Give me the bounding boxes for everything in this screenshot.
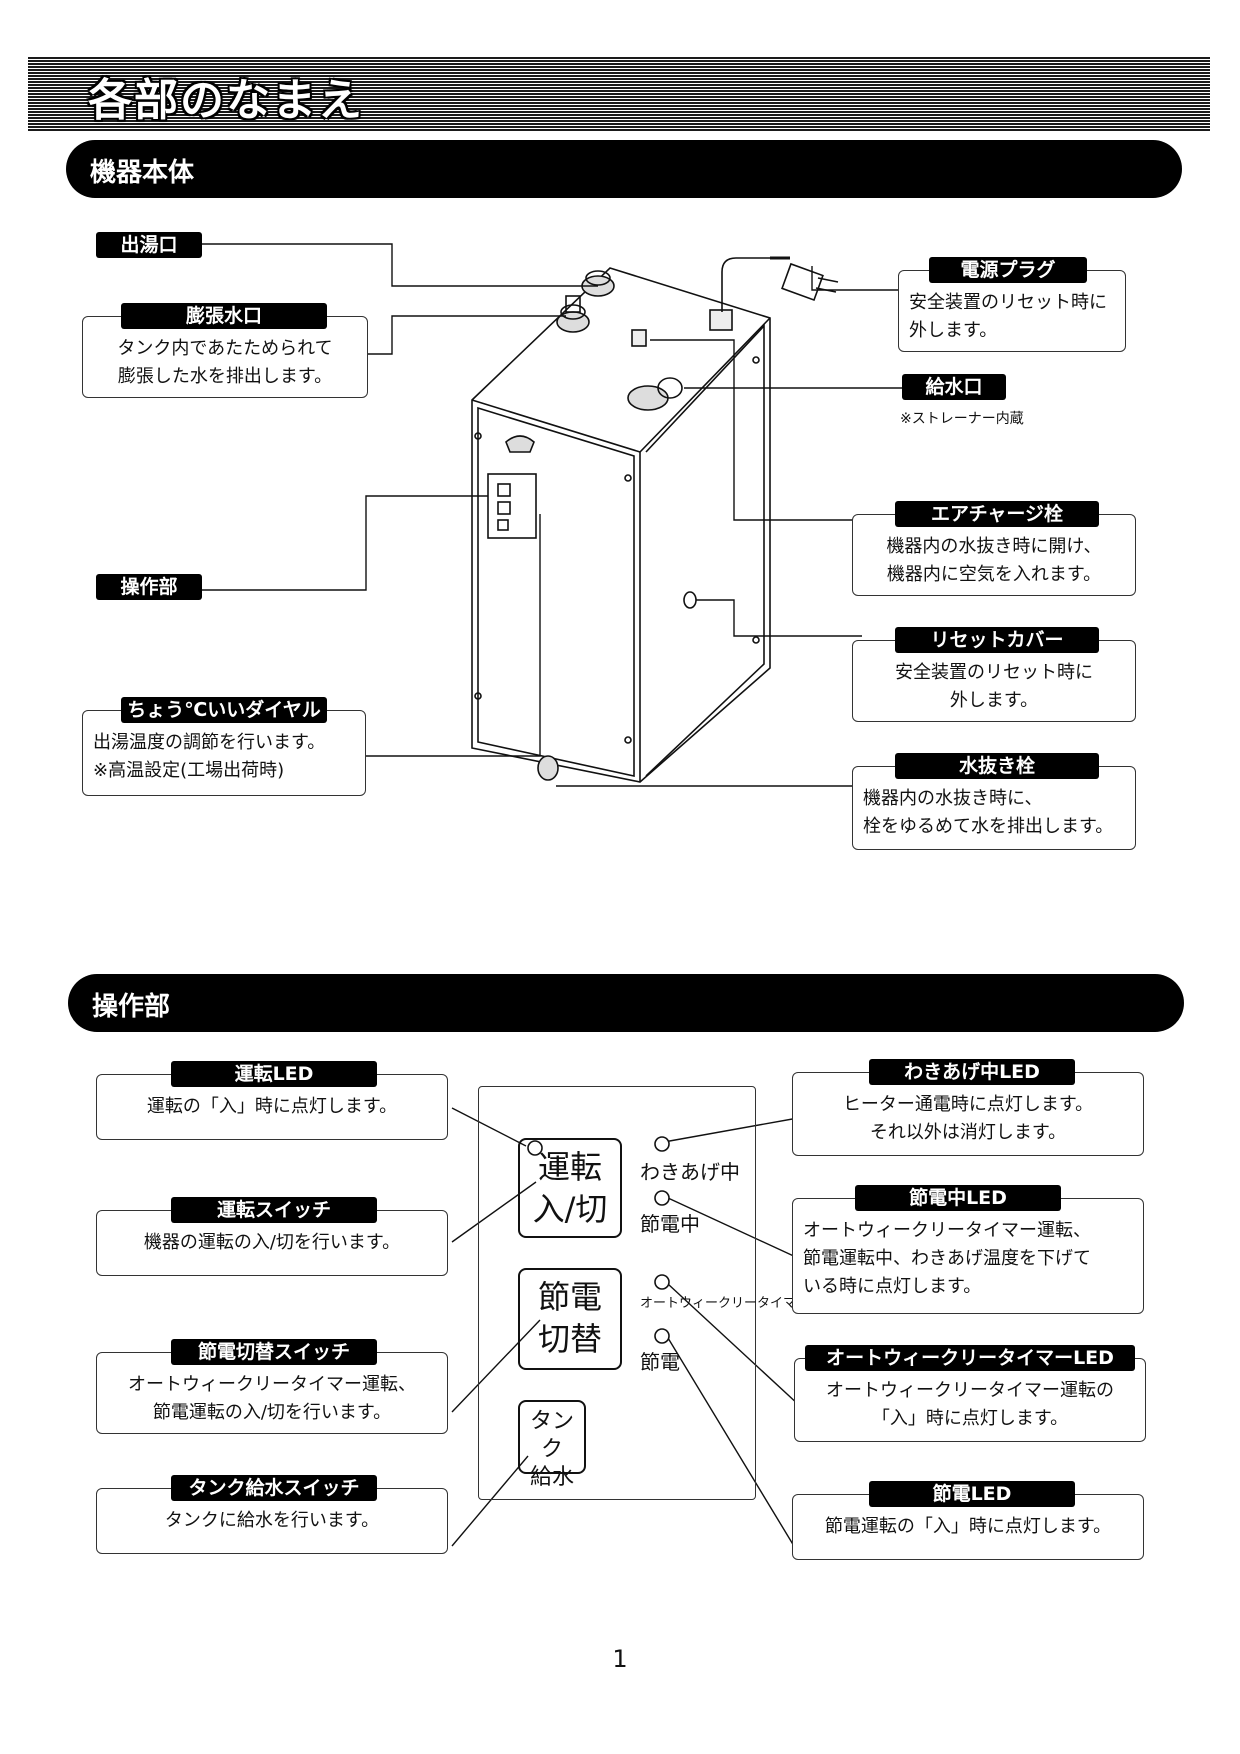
boiling-led-dot	[654, 1136, 670, 1152]
label-timer-led: オートウィークリータイマーLED	[805, 1345, 1135, 1371]
label-drain: 水抜き栓	[895, 753, 1099, 779]
air-valve-line-2: 機器内に空気を入れます。	[886, 564, 1102, 585]
tank-fill-button-label-1: タンク	[529, 1409, 574, 1462]
page-number: 1	[612, 1645, 628, 1673]
led-label-timer: オートウィークリータイマー	[640, 1296, 810, 1311]
tank-switch-line-1: タンクに給水を行います。	[164, 1510, 380, 1531]
eco-button[interactable]: 節電 切替	[518, 1268, 622, 1370]
callout-run-switch: 運転スイッチ 機器の運転の入/切を行います。	[96, 1197, 448, 1276]
label-run-switch: 運転スイッチ	[171, 1197, 377, 1223]
callout-dial: ちょう℃いいダイヤル 出湯温度の調節を行います。 ※高温設定(工場出荷時)	[82, 697, 366, 796]
callout-expansion: 膨張水口 タンク内であたためられて 膨張した水を排出します。	[82, 303, 368, 398]
label-eco-switch: 節電切替スイッチ	[171, 1339, 377, 1365]
run-button-label-1: 運転	[537, 1148, 602, 1186]
inlet-note: ※ストレーナー内蔵	[900, 411, 1024, 427]
callout-run-led: 運転LED 運転の「入」時に点灯します。	[96, 1061, 448, 1140]
label-control: 操作部	[96, 574, 202, 600]
callout-eco-switch: 節電切替スイッチ オートウィークリータイマー運転、 節電運転の入/切を行います。	[96, 1339, 448, 1434]
tank-fill-button-label-2: 給水	[529, 1465, 574, 1490]
drain-line-1: 機器内の水抜き時に、	[863, 788, 1043, 809]
eco-on-led-line-3: いる時に点灯します。	[803, 1276, 982, 1297]
eco-button-label-1: 節電	[537, 1278, 602, 1316]
label-eco-on-led: 節電中LED	[855, 1185, 1061, 1211]
run-button[interactable]: 運転 入/切	[518, 1138, 622, 1238]
timer-led-dot	[654, 1274, 670, 1290]
dial-line-2: ※高温設定(工場出荷時)	[93, 760, 285, 781]
callout-drain: 水抜き栓 機器内の水抜き時に、 栓をゆるめて水を排出します。	[852, 753, 1136, 850]
section-header-unit: 機器本体	[66, 140, 1182, 198]
eco-led-dot	[654, 1328, 670, 1344]
led-label-eco: 節電	[640, 1350, 680, 1374]
eco-switch-line-2: 節電運転の入/切を行います。	[152, 1402, 392, 1423]
run-button-label-2: 入/切	[532, 1190, 608, 1228]
led-label-boiling: わきあげ中	[640, 1160, 740, 1184]
callout-timer-led: オートウィークリータイマーLED オートウィークリータイマー運転の 「入」時に点…	[794, 1345, 1146, 1442]
section-title-control: 操作部	[92, 992, 171, 1022]
callout-reset-cover: リセットカバー 安全装置のリセット時に 外します。	[852, 627, 1136, 722]
eco-switch-line-1: オートウィークリータイマー運転、	[128, 1374, 416, 1395]
reset-cover-line-1: 安全装置のリセット時に	[895, 662, 1093, 683]
power-plug-line-1: 安全装置のリセット時に	[909, 292, 1107, 313]
callout-eco-on-led: 節電中LED オートウィークリータイマー運転、 節電運転中、わきあげ温度を下げて…	[792, 1185, 1144, 1314]
control-panel	[478, 1086, 756, 1500]
label-boil-led: わきあげ中LED	[869, 1059, 1075, 1085]
page-title: 各部のなまえ	[88, 75, 364, 126]
callout-boil-led: わきあげ中LED ヒーター通電時に点灯します。 それ以外は消灯します。	[792, 1059, 1144, 1156]
boil-led-line-1: ヒーター通電時に点灯します。	[842, 1094, 1094, 1115]
reset-cover-line-2: 外します。	[949, 690, 1039, 711]
section-header-control: 操作部	[68, 974, 1184, 1032]
timer-led-line-2: 「入」時に点灯します。	[871, 1408, 1069, 1429]
air-valve-line-1: 機器内の水抜き時に開け、	[886, 536, 1102, 557]
power-plug-line-2: 外します。	[909, 320, 998, 341]
label-power-plug: 電源プラグ	[929, 257, 1087, 283]
section-title-unit: 機器本体	[90, 158, 195, 188]
led-label-eco-on: 節電中	[640, 1212, 700, 1236]
eco-on-led-line-2: 節電運転中、わきあげ温度を下げて	[803, 1248, 1091, 1269]
label-air-valve: エアチャージ栓	[895, 501, 1099, 527]
run-led-dot	[527, 1140, 543, 1156]
callout-power-plug: 電源プラグ 安全装置のリセット時に 外します。	[898, 257, 1126, 352]
expansion-line-2: 膨張した水を排出します。	[117, 366, 333, 387]
page-title-banner: 各部のなまえ	[28, 56, 1210, 132]
label-expansion: 膨張水口	[121, 303, 327, 329]
dial-line-1: 出湯温度の調節を行います。	[93, 732, 326, 753]
callout-air-valve: エアチャージ栓 機器内の水抜き時に開け、 機器内に空気を入れます。	[852, 501, 1136, 596]
expansion-line-1: タンク内であたためられて	[117, 338, 333, 359]
eco-led-line-1: 節電運転の「入」時に点灯します。	[824, 1516, 1112, 1537]
label-outlet: 出湯口	[96, 232, 202, 258]
run-led-line-1: 運転の「入」時に点灯します。	[146, 1096, 398, 1117]
timer-led-line-1: オートウィークリータイマー運転の	[826, 1380, 1114, 1401]
drain-line-2: 栓をゆるめて水を排出します。	[863, 816, 1114, 837]
label-inlet: 給水口	[902, 374, 1006, 400]
label-dial: ちょう℃いいダイヤル	[121, 697, 327, 723]
callout-tank-switch: タンク給水スイッチ タンクに給水を行います。	[96, 1475, 448, 1554]
boil-led-line-2: それ以外は消灯します。	[869, 1122, 1067, 1143]
label-run-led: 運転LED	[171, 1061, 377, 1087]
eco-on-led-dot	[654, 1190, 670, 1206]
label-reset-cover: リセットカバー	[895, 627, 1099, 653]
run-switch-line-1: 機器の運転の入/切を行います。	[143, 1232, 401, 1253]
label-tank-switch: タンク給水スイッチ	[171, 1475, 377, 1501]
label-eco-led: 節電LED	[869, 1481, 1075, 1507]
tank-fill-button[interactable]: タンク 給水	[518, 1400, 586, 1490]
eco-button-label-2: 切替	[537, 1320, 602, 1358]
eco-on-led-line-1: オートウィークリータイマー運転、	[803, 1220, 1091, 1241]
callout-eco-led: 節電LED 節電運転の「入」時に点灯します。	[792, 1481, 1144, 1560]
